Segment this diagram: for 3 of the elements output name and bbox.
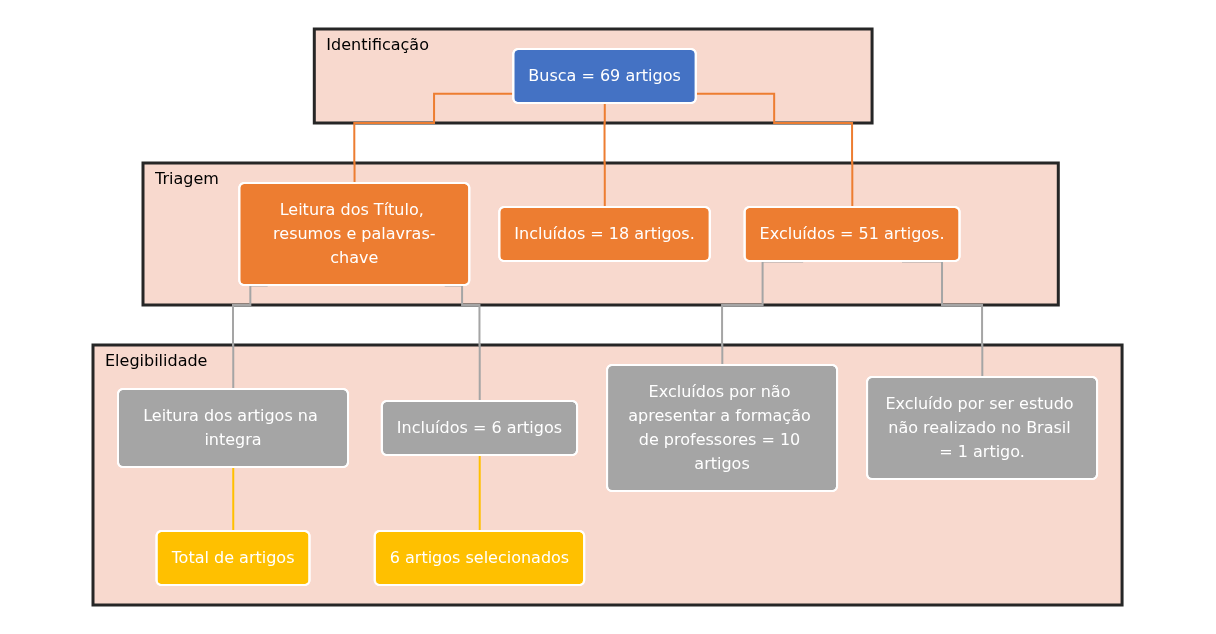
connector [232, 466, 235, 533]
connector [604, 102, 607, 209]
connector [479, 454, 482, 533]
